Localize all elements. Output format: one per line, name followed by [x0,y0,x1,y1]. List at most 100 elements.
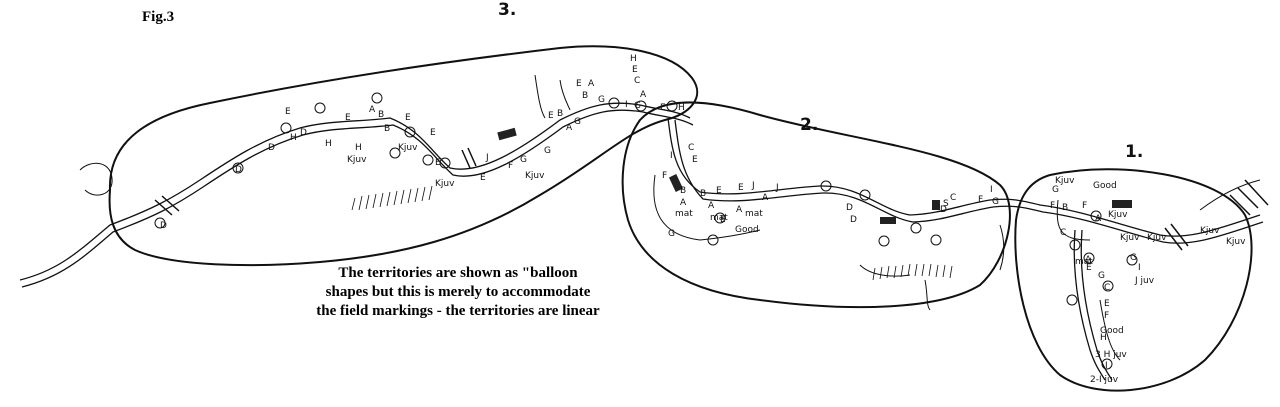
svg-text:I: I [1138,263,1141,273]
svg-text:H: H [325,139,332,149]
svg-text:B: B [582,91,588,101]
svg-text:I: I [1105,361,1108,371]
territory-3-number: 3. [498,0,516,20]
svg-text:G: G [1130,253,1137,263]
svg-text:G: G [574,117,581,127]
svg-text:E: E [576,79,582,89]
svg-text:C: C [950,193,956,203]
label-mat: mat [675,209,693,219]
svg-text:F: F [662,171,667,181]
label-mat: mat [1075,257,1093,267]
svg-text:E: E [692,155,698,165]
svg-text:D: D [846,203,853,213]
svg-text:E: E [1086,263,1092,273]
label-kjuv: Kjuv [347,155,367,165]
svg-text:I: I [625,100,628,110]
svg-text:D: D [160,221,167,231]
side-streams [79,74,1261,361]
svg-text:A: A [736,205,743,215]
caption-line: The territories are shown as "balloon [338,265,578,281]
svg-text:H: H [678,103,685,113]
svg-text:D: D [300,128,307,138]
svg-text:H: H [355,143,362,153]
territory-2-labels: mat mat mat Good S D [675,199,949,235]
svg-text:G: G [992,197,999,207]
label-j-juv: J juv [1134,276,1155,286]
svg-text:J: J [485,153,489,163]
territory-1-number: 1. [1125,142,1143,162]
svg-text:B: B [700,189,706,199]
svg-text:C: C [1104,283,1110,293]
svg-text:G: G [1052,185,1059,195]
svg-text:D: D [268,143,275,153]
svg-text:E: E [1104,299,1110,309]
svg-text:H: H [290,133,297,143]
svg-text:J: J [775,183,779,193]
label-good: Good [735,225,759,235]
label-kjuv: Kjuv [1055,176,1075,186]
svg-text:E: E [738,183,744,193]
svg-text:E: E [660,103,666,113]
label-mat: mat [745,209,763,219]
label-kjuv: Kjuv [525,171,545,181]
svg-text:E: E [632,65,638,75]
label-good: Good [1100,326,1124,336]
svg-text:F: F [1104,311,1109,321]
svg-text:F: F [1082,201,1087,211]
territory-3-labels: Kjuv Kjuv Kjuv Kjuv [347,143,545,189]
svg-text:C: C [1060,228,1066,238]
svg-text:G: G [598,95,605,105]
svg-text:A: A [1085,255,1092,265]
svg-text:E: E [548,111,554,121]
stream-main [19,102,1264,381]
figure-caption: The territories are shown as "balloon sh… [278,264,638,321]
svg-text:G: G [668,229,675,239]
svg-text:E: E [430,128,436,138]
svg-text:A: A [566,123,573,133]
label-kjuv: Kjuv [1108,210,1128,220]
figure-title: Fig.3 [142,9,175,25]
svg-text:G: G [1098,271,1105,281]
svg-text:A: A [762,193,769,203]
svg-text:B: B [557,109,563,119]
svg-text:A: A [588,79,595,89]
caption-line: shapes but this is merely to accommodate [325,284,591,300]
label-kjuv: Kjuv [1147,233,1167,243]
label-kjuv: Kjuv [1200,226,1220,236]
svg-text:H: H [630,54,637,64]
label-mat: mat [710,213,728,223]
svg-text:B: B [1062,203,1068,213]
svg-text:B: B [680,186,686,196]
label-d: D [850,215,857,225]
svg-text:A: A [1095,214,1102,224]
svg-text:E: E [480,173,486,183]
label-kjuv: Kjuv [435,179,455,189]
svg-text:E: E [405,113,411,123]
svg-text:D: D [235,165,242,175]
bridge-marks [154,147,1269,251]
svg-text:A: A [640,90,647,100]
svg-text:A: A [708,201,715,211]
svg-text:J: J [751,181,755,191]
label-kjuv: Kjuv [398,143,418,153]
svg-text:G: G [520,155,527,165]
svg-text:E: E [345,113,351,123]
svg-text:D: D [940,205,947,215]
hatched-areas [351,185,953,281]
label-i-juv: 2-I juv [1090,375,1119,385]
svg-text:E: E [435,158,441,168]
caption-line: the field markings - the territories are… [316,303,600,319]
svg-text:C: C [688,143,694,153]
svg-text:C: C [634,76,640,86]
svg-text:F: F [978,195,983,205]
svg-text:A: A [680,198,687,208]
svg-text:F: F [1050,201,1055,211]
label-s: S [943,199,949,209]
territory-1-labels: Kjuv Good Kjuv mat Kjuv Kjuv Kjuv Kjuv J… [1055,176,1246,385]
svg-text:B: B [378,110,384,120]
svg-text:G: G [634,101,641,111]
